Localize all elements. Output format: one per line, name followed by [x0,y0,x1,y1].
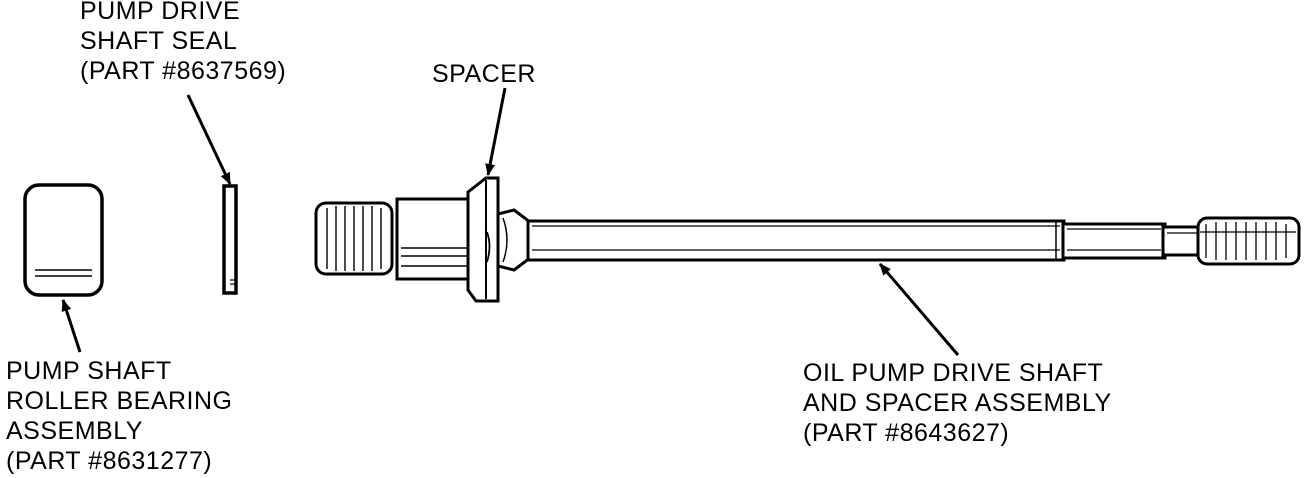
seal-leader-arrow [186,94,232,185]
shaft-label-line: OIL PUMP DRIVE SHAFT [803,359,1104,387]
spacer-label-line: SPACER [432,60,536,88]
shaft-label-line: (PART #8643627) [803,419,1010,447]
bearing-label-line: PUMP SHAFT [6,357,172,385]
seal-label: PUMP DRIVE SHAFT SEAL (PART #8637569) [80,0,286,86]
drive-shaft-assembly-drawing [314,176,1301,303]
shaft-label: OIL PUMP DRIVE SHAFT AND SPACER ASSEMBLY… [803,358,1112,448]
seal-label-line: (PART #8637569) [80,57,287,85]
seal-label-line: SHAFT SEAL [80,27,238,55]
spacer-label: SPACER [432,59,536,89]
bearing-label-line: (PART #8631277) [6,447,213,475]
bearing-label-line: ASSEMBLY [6,417,143,445]
roller-bearing-drawing [23,183,104,297]
shaft-label-line: AND SPACER ASSEMBLY [803,389,1112,417]
bearing-label-line: ROLLER BEARING [6,387,233,415]
drive-shaft-seal-drawing [222,184,238,295]
bearing-label: PUMP SHAFT ROLLER BEARING ASSEMBLY (PART… [6,356,233,476]
seal-label-line: PUMP DRIVE [80,0,241,25]
spacer-leader-arrow [485,87,507,176]
bearing-leader-arrow [61,299,82,353]
shaft-leader-arrow [878,263,960,356]
